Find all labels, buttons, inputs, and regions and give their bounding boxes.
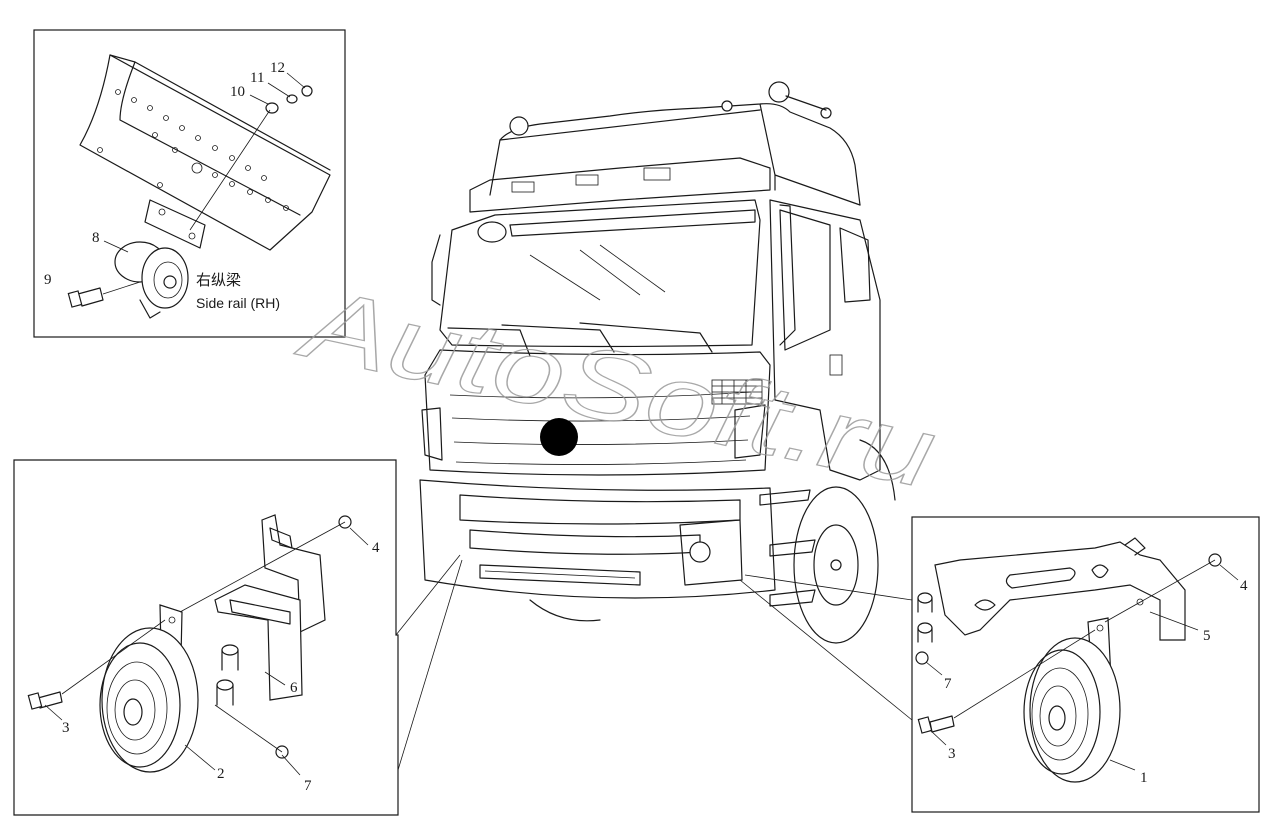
roof-lamp-left xyxy=(509,116,529,136)
callout-10: 10 xyxy=(230,84,245,100)
callout-3-left: 3 xyxy=(62,720,70,736)
inset-bottom-left-frame xyxy=(13,459,399,816)
callout-6: 6 xyxy=(290,680,298,696)
inset-top-left: 8 9 10 11 12 右纵梁 Side rail (RH) xyxy=(33,29,346,338)
left-bracket xyxy=(214,514,326,706)
right-horn xyxy=(1023,617,1121,783)
truck-cab-illustration xyxy=(419,81,896,644)
label-side-rail-zh: 右纵梁 xyxy=(196,271,241,289)
callout-4-right: 4 xyxy=(1240,578,1248,594)
callout-4-left: 4 xyxy=(372,540,380,556)
callout-11: 11 xyxy=(250,70,264,86)
inset-top-left-frame xyxy=(33,29,346,338)
inset-bottom-right: 4 5 1 7 3 xyxy=(739,516,1260,813)
callout-7-right: 7 xyxy=(944,676,952,692)
callout-7-left: 7 xyxy=(304,778,312,794)
callout-2: 2 xyxy=(217,766,225,782)
grille-pattern xyxy=(711,379,763,405)
callout-1: 1 xyxy=(1140,770,1148,786)
inset-bottom-left: 4 3 2 6 7 xyxy=(13,459,463,816)
callout-5: 5 xyxy=(1203,628,1211,644)
label-side-rail-en: Side rail (RH) xyxy=(196,295,280,311)
callout-9: 9 xyxy=(44,272,52,288)
rail-bolt-holes xyxy=(97,89,289,211)
left-horn xyxy=(99,604,199,773)
callout-3-right: 3 xyxy=(948,746,956,762)
callout-8: 8 xyxy=(92,230,100,246)
callout-12: 12 xyxy=(270,60,285,76)
roof-lamp-right xyxy=(768,81,790,103)
horn-location-marker xyxy=(540,418,578,456)
right-bracket xyxy=(917,537,1186,643)
